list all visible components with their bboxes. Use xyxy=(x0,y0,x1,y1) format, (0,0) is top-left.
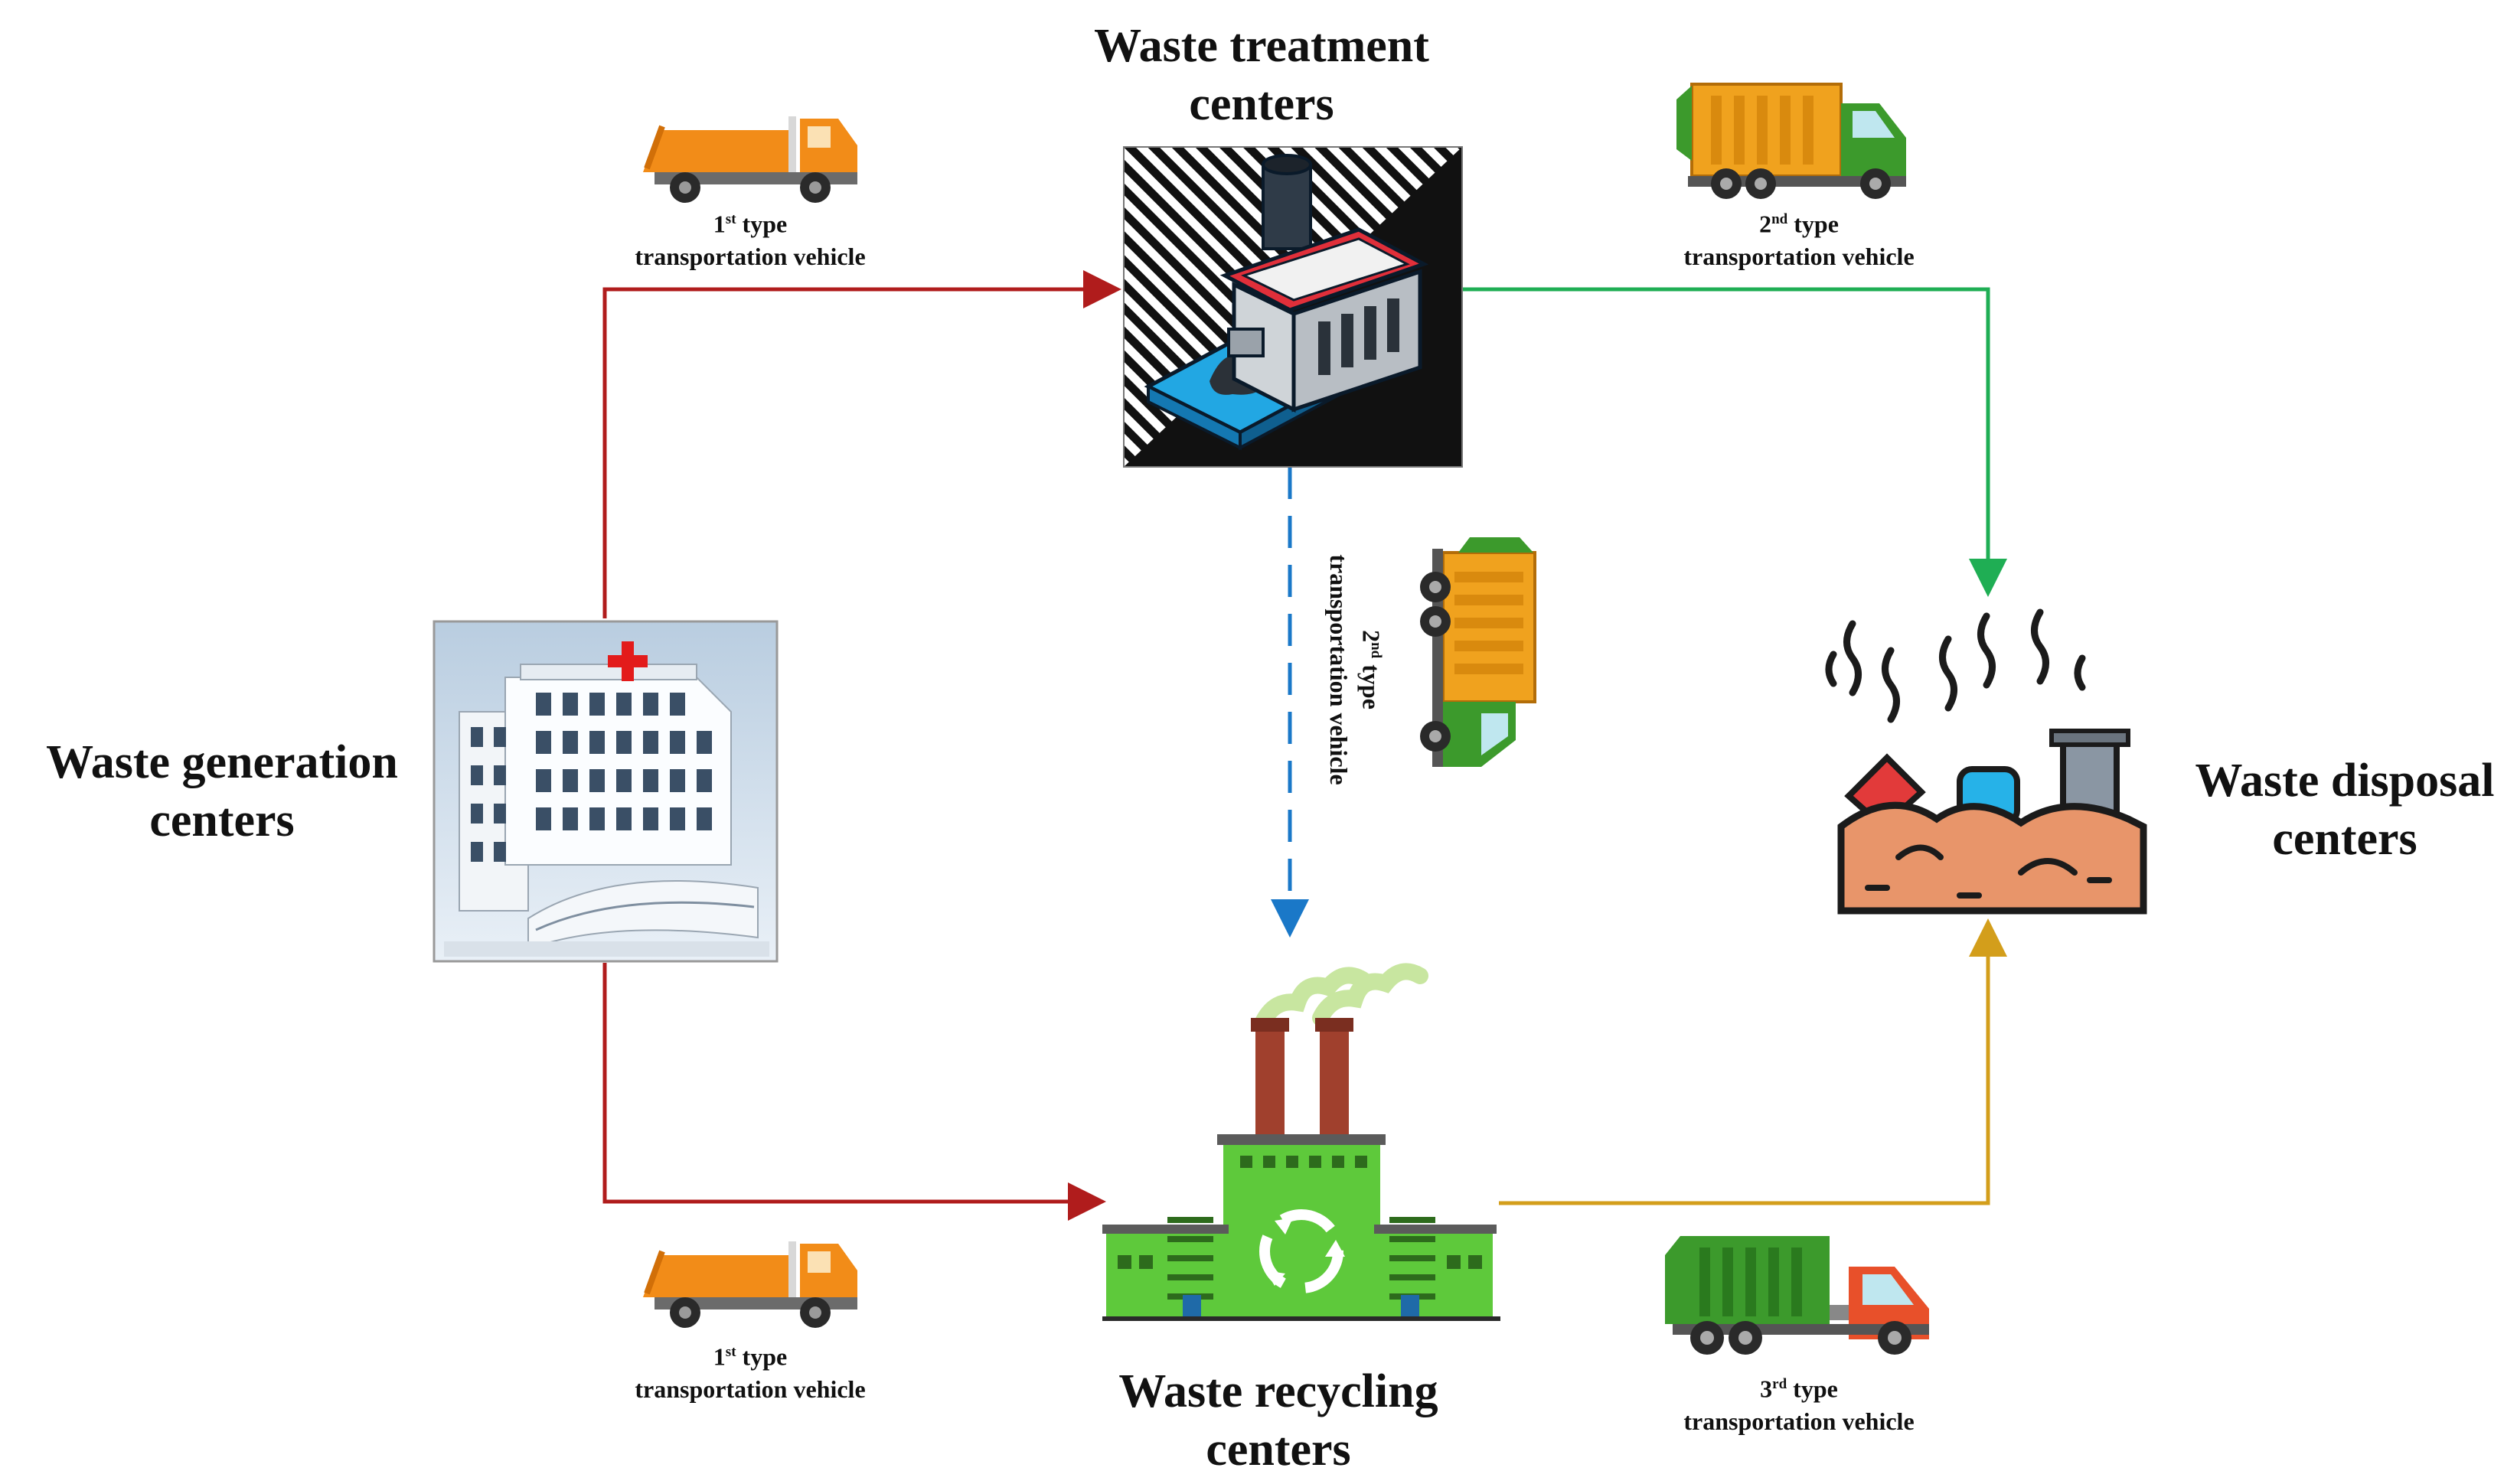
vehicle-name: transportation vehicle xyxy=(1683,1407,1915,1435)
landfill-icon xyxy=(1825,608,2147,915)
vehicle-name: transportation vehicle xyxy=(635,1375,866,1403)
garbage-truck-green-icon xyxy=(1676,83,1906,199)
title-line-2: centers xyxy=(1206,1424,1351,1476)
vehicle-ordinal-suffix: nd xyxy=(1368,642,1384,659)
vehicle-type-word: type xyxy=(742,1342,788,1371)
garbage-truck-red-icon xyxy=(1665,1236,1929,1355)
vehicle-ordinal: 1 xyxy=(713,210,726,238)
waste-disposal-centers-title: Waste disposal centers xyxy=(2180,752,2509,868)
vehicle-type-word: type xyxy=(1794,210,1839,238)
garbage-truck-orange-icon xyxy=(643,116,857,203)
title-line-1: Waste disposal xyxy=(2195,755,2495,807)
flow-gen-to-treatment-arrow xyxy=(602,270,1121,618)
title-line-1: Waste recycling xyxy=(1118,1365,1438,1417)
vehicle-name: transportation vehicle xyxy=(1325,554,1353,785)
flow-recycling-to-disposal-arrow xyxy=(1499,918,2007,1205)
waste-recycling-centers-title: Waste recycling centers xyxy=(1056,1362,1500,1479)
title-line-2: centers xyxy=(2272,813,2417,865)
vehicle-ordinal: 2 xyxy=(1357,630,1386,643)
vehicle-ordinal: 2 xyxy=(1759,210,1772,238)
title-line-2: centers xyxy=(1189,78,1334,130)
vehicle-name: transportation vehicle xyxy=(1683,242,1915,270)
recycling-factory-icon xyxy=(1102,963,1500,1321)
vehicle-ordinal-suffix: nd xyxy=(1771,211,1788,227)
hospital-building-icon xyxy=(433,620,779,963)
vehicle-label-gen-to-treatment: 1st type transportation vehicle xyxy=(597,204,903,272)
vehicle-label-gen-to-recycling: 1st type transportation vehicle xyxy=(597,1336,903,1405)
vehicle-ordinal-suffix: st xyxy=(725,1344,736,1360)
vehicle-type-word: type xyxy=(1793,1375,1838,1403)
flow-treatment-to-disposal-arrow xyxy=(1462,287,2007,597)
title-line-2: centers xyxy=(149,794,295,846)
vehicle-ordinal-suffix: st xyxy=(725,211,736,227)
flow-gen-to-recycling-arrow xyxy=(602,963,1106,1221)
vehicle-type-word: type xyxy=(1357,664,1386,709)
garbage-truck-orange-icon xyxy=(643,1241,857,1328)
vehicle-ordinal: 3 xyxy=(1760,1375,1773,1403)
waste-treatment-centers-title: Waste treatment centers xyxy=(1024,17,1499,133)
garbage-truck-green-icon xyxy=(1420,537,1536,767)
vehicle-label-treatment-to-recycling: 2nd type transportation vehicle xyxy=(1323,540,1392,800)
vehicle-ordinal-suffix: rd xyxy=(1772,1376,1787,1392)
vehicle-label-recycling-to-disposal: 3rd type transportation vehicle xyxy=(1646,1368,1952,1437)
waste-treatment-plant-icon xyxy=(1123,146,1463,468)
waste-generation-centers-title: Waste generation centers xyxy=(15,733,429,850)
vehicle-ordinal: 1 xyxy=(713,1342,726,1371)
title-line-1: Waste treatment xyxy=(1094,20,1429,72)
title-line-1: Waste generation xyxy=(46,736,398,788)
vehicle-name: transportation vehicle xyxy=(635,242,866,270)
vehicle-label-treatment-to-disposal: 2nd type transportation vehicle xyxy=(1646,204,1952,272)
vehicle-type-word: type xyxy=(742,210,788,238)
